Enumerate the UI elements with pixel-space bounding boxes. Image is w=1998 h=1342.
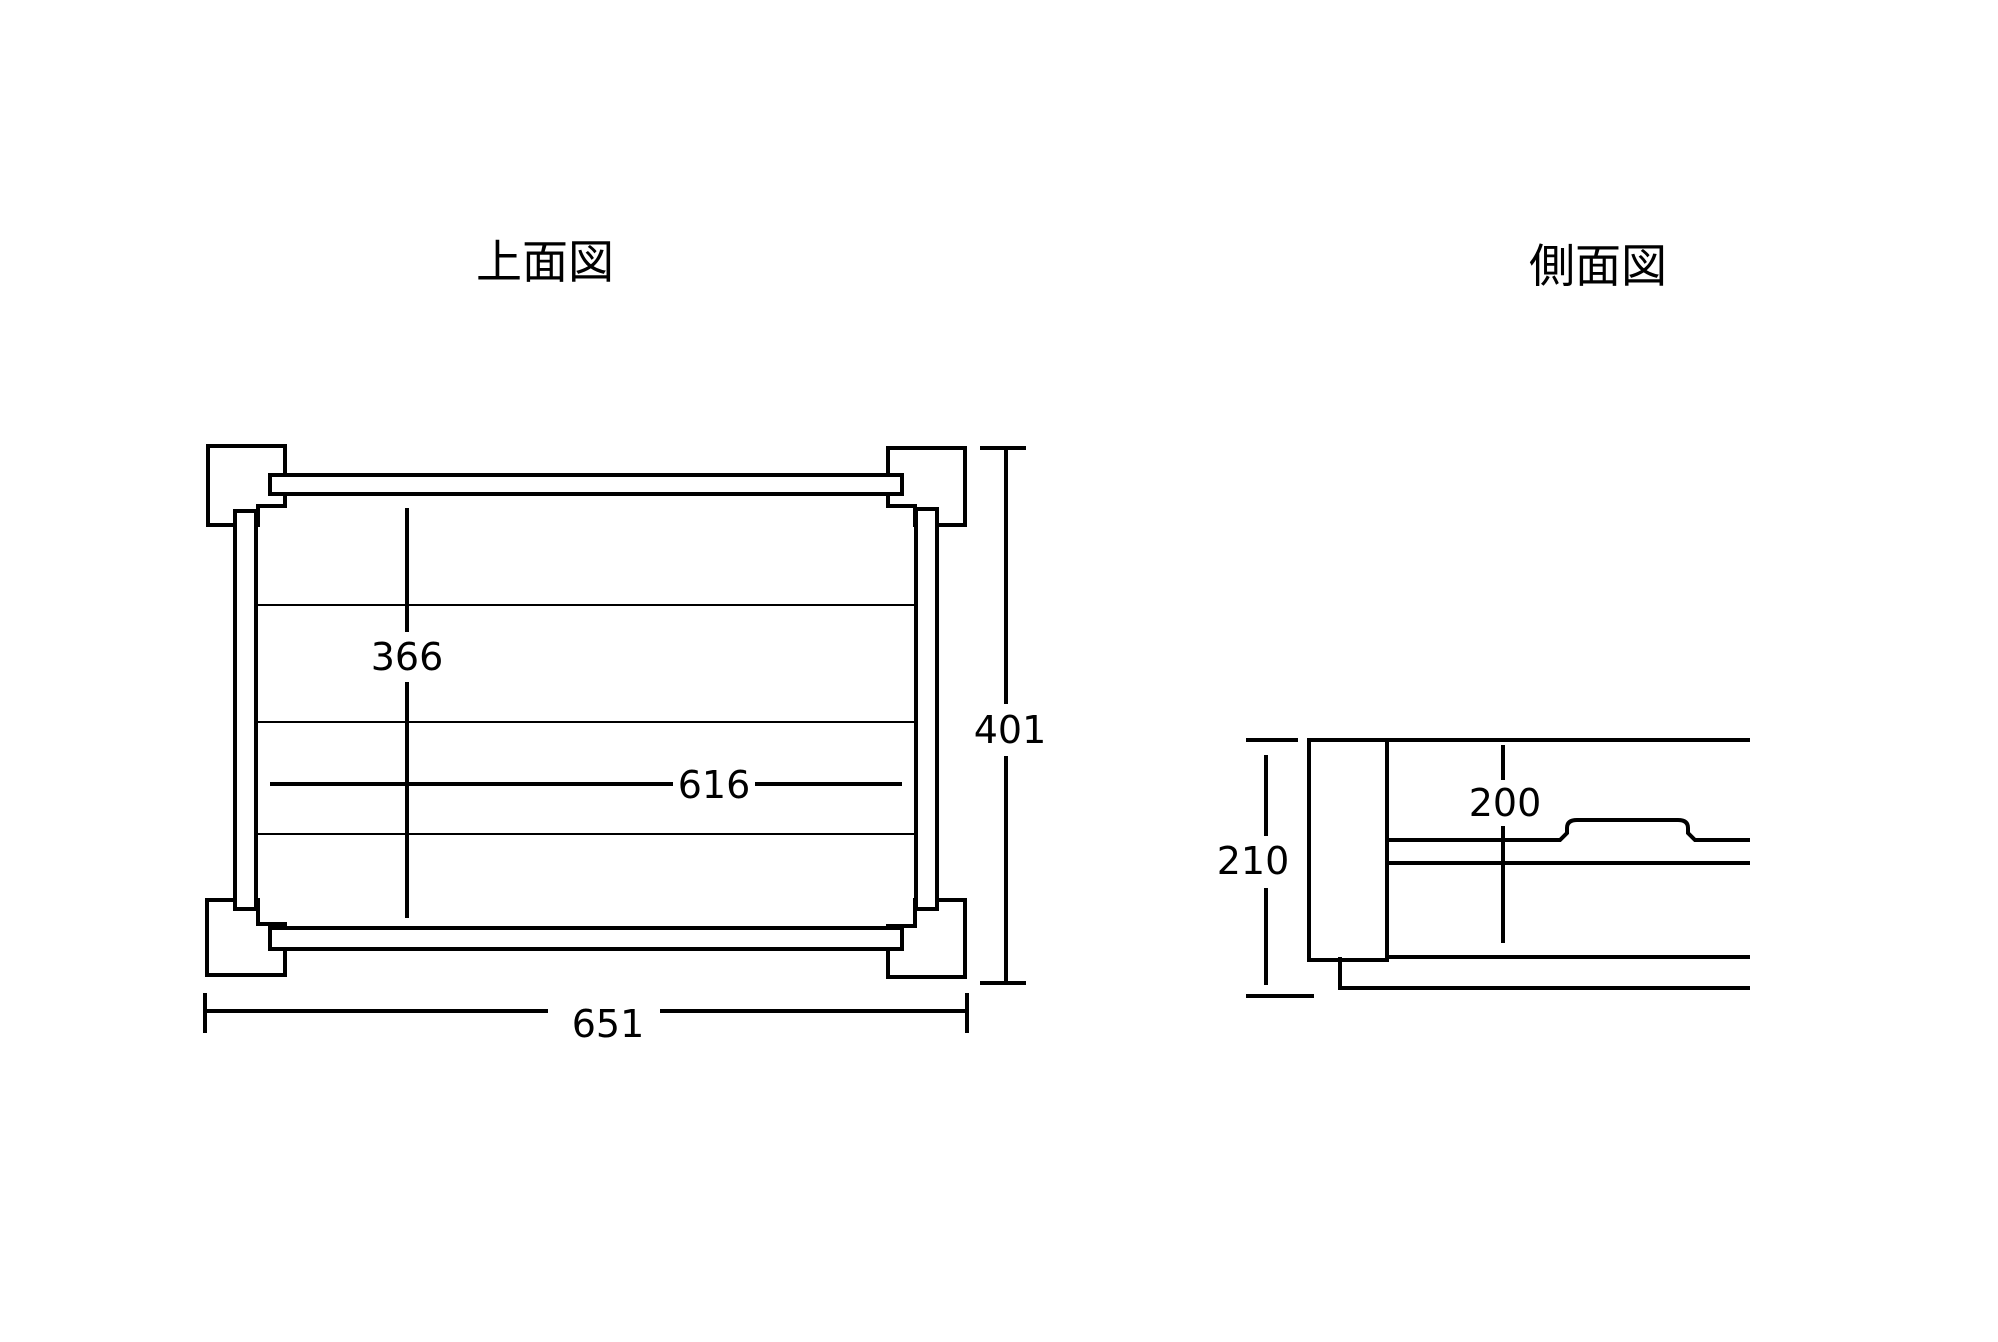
rail-left bbox=[233, 509, 258, 911]
corner-post-bottom-right bbox=[886, 898, 967, 979]
top-view-title: 上面図 bbox=[476, 235, 614, 289]
handle-cutout-edge bbox=[1387, 818, 1750, 842]
rail-right bbox=[914, 507, 939, 911]
inner-width-label: 616 bbox=[678, 763, 751, 807]
rail-bottom bbox=[268, 926, 904, 951]
corner-post-top-left bbox=[206, 444, 287, 527]
side-view: 200 210 bbox=[1214, 738, 1750, 998]
side-inner-height-label: 200 bbox=[1469, 781, 1542, 825]
label-background bbox=[1466, 780, 1544, 826]
rail-top bbox=[268, 473, 904, 496]
side-view-title: 側面図 bbox=[1529, 239, 1667, 293]
outer-depth-label: 401 bbox=[974, 708, 1047, 752]
side-height-label: 210 bbox=[1217, 839, 1290, 883]
label-background bbox=[970, 704, 1044, 756]
label-background bbox=[1214, 836, 1298, 888]
label-background bbox=[365, 632, 449, 682]
side-end-post bbox=[1307, 738, 1389, 962]
top-view: 366 616 401 651 bbox=[203, 444, 1047, 1046]
label-background bbox=[673, 762, 755, 806]
side-base-plate bbox=[1338, 957, 1750, 990]
inner-depth-label: 366 bbox=[371, 635, 444, 679]
outer-width-label: 651 bbox=[572, 1002, 645, 1046]
